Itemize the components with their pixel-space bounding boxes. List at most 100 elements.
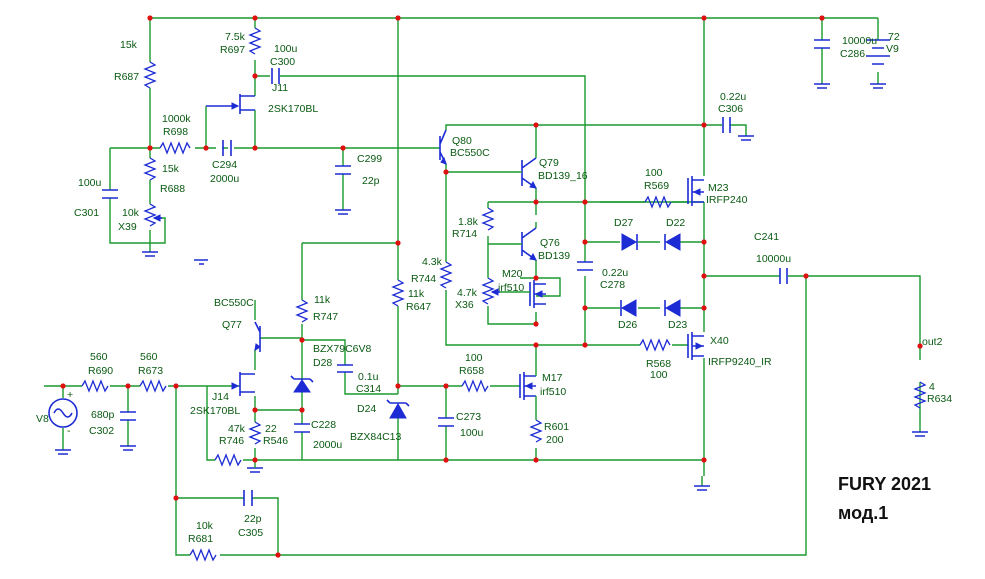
label-m17-type: irf510 [540, 386, 566, 398]
label-x39-value: 10k [122, 207, 140, 219]
label-c241: C241 [754, 231, 779, 243]
label-d22: D22 [666, 217, 685, 229]
ground-icon [870, 83, 886, 89]
label-x40-type: IRFP9240_IR [708, 356, 772, 368]
label-q80: Q80 [452, 135, 472, 147]
jfet-j11 [206, 94, 255, 114]
label-c286: C286 [840, 48, 865, 60]
label-r568: R568 [646, 358, 671, 370]
resistor-r673 [139, 379, 167, 393]
label-c228: C228 [311, 419, 336, 431]
capacitor-c294 [222, 140, 232, 156]
label-d28: BZX79C6V8 [313, 343, 372, 355]
label-r673-value: 560 [140, 351, 158, 363]
resistor-r681 [189, 548, 217, 562]
label-c302-value: 680p [91, 409, 115, 421]
label-q76: Q76 [540, 237, 560, 249]
capacitor-c299 [335, 165, 351, 175]
label-q79-type: BD139_16 [538, 170, 588, 182]
transistor-q79 [520, 157, 537, 189]
label-r569: R569 [644, 180, 669, 192]
label-q76-type: BD139 [538, 250, 570, 262]
label-m20: M20 [502, 268, 523, 280]
transistor-q77 [254, 321, 261, 352]
capacitor-c273 [438, 417, 454, 427]
zener-diode-d24 [386, 399, 410, 419]
label-r601-value: 200 [546, 434, 564, 446]
label-r747-value: 11k [314, 294, 331, 306]
label-v9-value: 72 [888, 31, 900, 43]
label-c241-value: 10000u [756, 253, 791, 265]
label-r697: R697 [220, 44, 245, 56]
label-q79: Q79 [539, 157, 559, 169]
label-c294-value: 2000u [210, 173, 239, 185]
label-r687-value: 15k [120, 39, 138, 51]
label-r673: R673 [138, 365, 163, 377]
ground-icon [247, 467, 263, 473]
transistor-q80 [439, 129, 447, 165]
capacitor-c301 [102, 189, 118, 199]
label-r746: R746 [219, 435, 244, 447]
diode-d27 [621, 233, 638, 251]
label-x36-value: 4.7k [457, 287, 478, 299]
label-c294: C294 [212, 159, 237, 171]
label-r658: R658 [459, 365, 484, 377]
label-r681: R681 [188, 533, 213, 545]
capacitor-c228 [294, 423, 310, 433]
node-dots [60, 15, 923, 558]
ground-icon [55, 449, 71, 455]
resistor-r714 [481, 207, 495, 231]
resistor-r747 [295, 299, 309, 323]
voltage-source-v9 [866, 39, 890, 65]
label-r546: R546 [263, 435, 288, 447]
resistor-r698 [159, 141, 191, 155]
label-q80-type: BC550C [450, 147, 490, 159]
resistor-r746 [214, 453, 242, 467]
label-j11: J11 [272, 82, 288, 94]
component-labels: 15k R687 7.5k R697 100u C300 J11 2SK170B… [36, 31, 952, 545]
diode-d23 [664, 299, 681, 317]
label-r681-value: 10k [196, 520, 214, 532]
label-c305: C305 [238, 527, 263, 539]
ground-icon [912, 431, 928, 437]
capacitor-c302 [120, 411, 136, 421]
ground-icon [335, 209, 351, 215]
label-j14: J14 [212, 391, 229, 403]
label-r569-value: 100 [645, 167, 663, 179]
label-v8: V8 [36, 413, 49, 425]
potentiometer-x39 [143, 203, 162, 227]
capacitor-c314 [337, 364, 353, 373]
label-r647: R647 [406, 301, 431, 313]
label-r546-value: 22 [265, 423, 277, 435]
capacitor-c286 [814, 39, 830, 49]
label-c314-value: 0.1u [358, 371, 379, 383]
label-r601: R601 [544, 421, 569, 433]
label-c306: C306 [718, 103, 743, 115]
label-r647-value: 11k [408, 288, 425, 300]
label-r744-value: 4.3k [422, 256, 443, 268]
label-c314: C314 [356, 383, 381, 395]
label-d27: D27 [614, 217, 633, 229]
mosfet-m23 [687, 176, 704, 206]
label-d26: D26 [618, 319, 637, 331]
label-r687: R687 [114, 71, 139, 83]
label-j14-type: 2SK170BL [190, 405, 240, 417]
label-m17: M17 [542, 372, 563, 384]
label-c301: C301 [74, 207, 99, 219]
label-d24: D24 [357, 403, 376, 415]
resistor-r690 [81, 379, 109, 393]
label-r698: R698 [163, 126, 188, 138]
label-m20-type: irf510 [498, 282, 524, 294]
label-c299: C299 [357, 153, 382, 165]
ground-icon [120, 445, 136, 451]
label-v8-minus: - [67, 425, 71, 437]
schematic-title: FURY 2021 [838, 474, 931, 494]
mosfet-m20 [520, 280, 546, 308]
label-c286-value: 10000u [842, 35, 877, 47]
label-x40: X40 [710, 335, 729, 347]
label-d24-type: BZX84C13 [350, 431, 402, 443]
label-c278-value: 0.22u [602, 267, 628, 279]
label-r697-value: 7.5k [225, 31, 246, 43]
label-c300-value: 100u [274, 43, 298, 55]
label-c305-value: 22p [244, 513, 262, 525]
